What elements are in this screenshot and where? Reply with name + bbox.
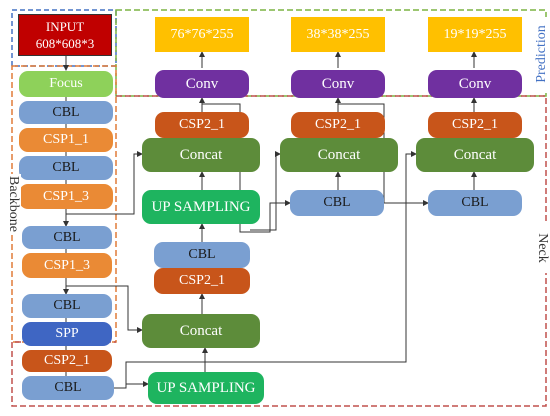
input-block: INPUT 608*608*3 [18, 14, 112, 56]
input-size: 608*608*3 [35, 36, 95, 51]
col3-cbl: CBL [428, 190, 522, 216]
neck-bottom-upsampling: UP SAMPLING [148, 372, 264, 404]
col1-upsampling: UP SAMPLING [142, 190, 260, 224]
neck-bottom-cbl: CBL [22, 376, 114, 400]
col1-concat: Concat [142, 138, 260, 172]
col3-concat: Concat [416, 138, 534, 172]
col3-conv: Conv [428, 70, 522, 98]
neck-mid-csp2-1: CSP2_1 [154, 268, 250, 294]
col2-conv: Conv [291, 70, 385, 98]
backbone-focus: Focus [19, 71, 113, 97]
backbone-spp: SPP [22, 322, 112, 346]
prediction-label: Prediction [534, 17, 550, 91]
backbone-csp1-3-b: CSP1_3 [22, 253, 112, 278]
neck-label: Neck [534, 223, 550, 273]
neck-mid-cbl: CBL [154, 242, 250, 268]
neck-bottom-csp2-1: CSP2_1 [22, 350, 112, 372]
col2-output: 38*38*255 [291, 17, 385, 52]
backbone-cbl-2: CBL [19, 156, 113, 180]
col1-output: 76*76*255 [155, 17, 249, 52]
col1-conv: Conv [155, 70, 249, 98]
col1-csp2-1: CSP2_1 [155, 112, 249, 138]
backbone-csp1-3-a: CSP1_3 [19, 184, 113, 209]
col3-output: 19*19*255 [428, 17, 522, 52]
neck-mid-concat: Concat [142, 314, 260, 348]
backbone-cbl-3: CBL [22, 226, 112, 249]
col2-cbl: CBL [290, 190, 384, 216]
backbone-label: Backbone [5, 174, 21, 234]
backbone-csp1-1: CSP1_1 [19, 128, 113, 152]
backbone-cbl-1: CBL [19, 101, 113, 124]
col2-concat: Concat [280, 138, 398, 172]
backbone-cbl-4: CBL [22, 294, 112, 318]
input-title: INPUT [45, 19, 85, 34]
col3-csp2-1: CSP2_1 [428, 112, 522, 138]
col2-csp2-1: CSP2_1 [291, 112, 385, 138]
